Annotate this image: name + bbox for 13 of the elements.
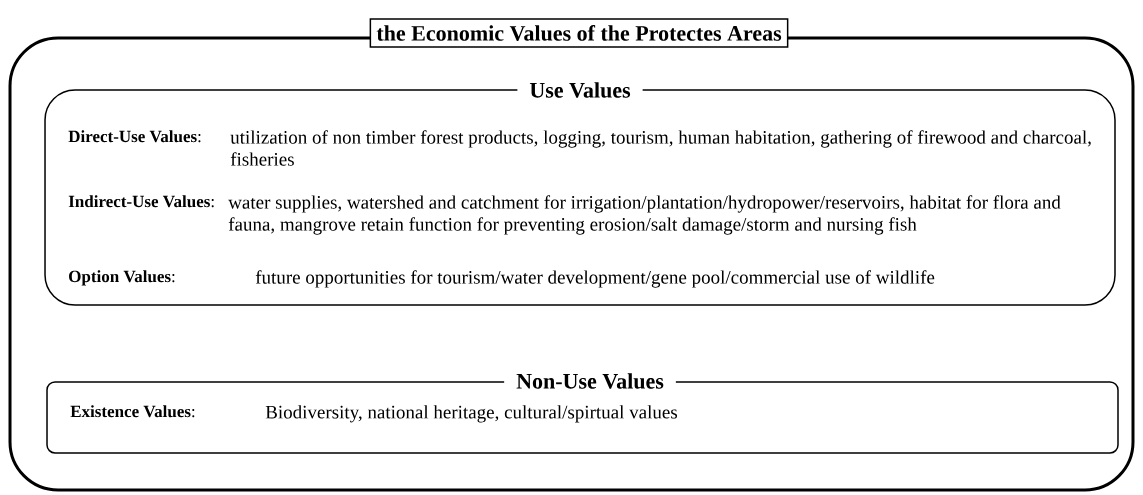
value-description: water supplies, watershed and catchment for irrigation/plantation/hydropower/reservoirs, habitat for flora and fauna, mangrove retain function for preventing erosion/salt damage/storm and nursing fish — [228, 195, 1061, 235]
value-label: Existence Values: — [70, 405, 195, 418]
panel-heading: Non-Use Values — [504, 371, 676, 391]
value-description: future opportunities for tourism/water development/gene pool/commercial use of wildlife — [255, 270, 935, 288]
panel-heading: the Economic Values of the Protectes Areas — [369, 18, 789, 48]
value-description: utilization of non timber forest products, logging, tourism, human habitation, gathering of firewood and charcoal, fisheries — [230, 130, 1091, 166]
rounded-panel — [46, 371, 1119, 454]
panel-heading: Use Values — [517, 80, 643, 100]
rounded-panel — [44, 80, 1116, 306]
value-label: Indirect-Use Values: — [68, 195, 214, 208]
value-label: Direct-Use Values: — [68, 130, 201, 143]
value-label: Option Values: — [69, 270, 175, 286]
value-description: Biodiversity, national heritage, cultural/spirtual values — [265, 405, 678, 423]
